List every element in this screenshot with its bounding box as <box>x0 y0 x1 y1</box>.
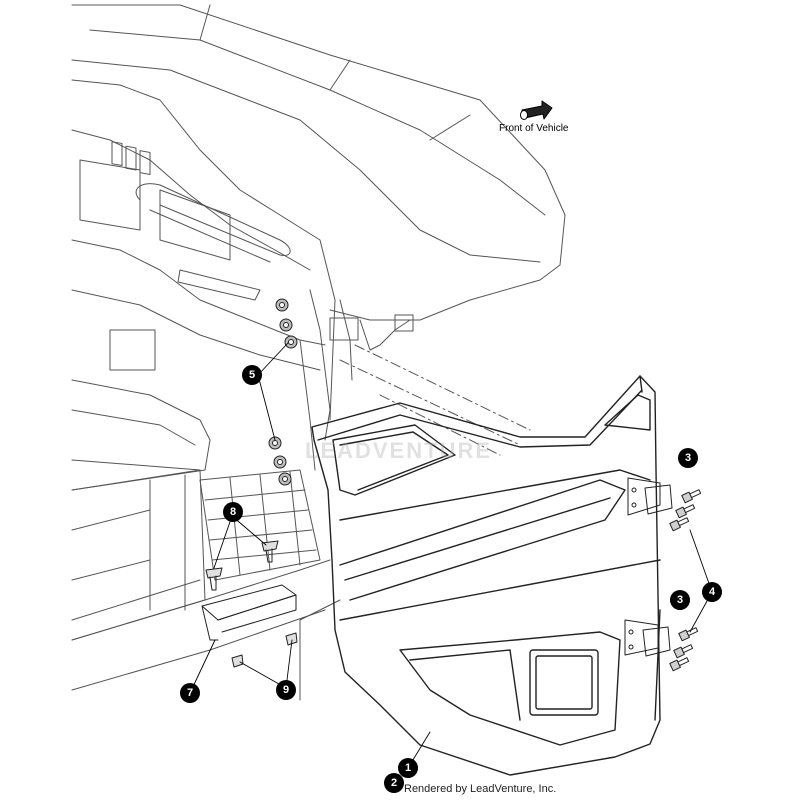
callouts: 1 2 3 3 4 5 7 8 9 <box>180 365 722 793</box>
svg-text:3: 3 <box>685 452 691 464</box>
callout-5: 5 <box>242 365 262 385</box>
callout-7: 7 <box>180 683 200 703</box>
callout-3-upper: 3 <box>678 448 698 468</box>
callout-4: 4 <box>702 582 722 602</box>
svg-text:1: 1 <box>405 762 411 774</box>
bracket-screws <box>205 540 279 591</box>
lower-screws <box>231 632 298 668</box>
door-panel <box>311 375 661 776</box>
front-of-vehicle-label: Front of Vehicle <box>499 123 569 134</box>
watermark: LEADVENTURE <box>305 438 493 463</box>
upper-hinge <box>627 477 673 516</box>
striker-bracket <box>201 584 297 641</box>
vehicle-body <box>71 4 566 701</box>
svg-text:4: 4 <box>709 586 716 598</box>
svg-text:7: 7 <box>187 687 193 699</box>
svg-text:2: 2 <box>391 777 397 789</box>
svg-text:9: 9 <box>283 684 289 696</box>
svg-text:8: 8 <box>230 506 236 518</box>
credit-text: Rendered by LeadVenture, Inc. <box>404 783 557 795</box>
lower-hinge <box>624 619 671 657</box>
nuts <box>268 298 298 486</box>
callout-3-lower: 3 <box>670 590 690 610</box>
callout-9: 9 <box>276 680 296 700</box>
callout-2: 2 <box>384 773 404 793</box>
svg-text:3: 3 <box>677 594 683 606</box>
callout-1: 1 <box>398 758 418 778</box>
svg-text:5: 5 <box>249 369 255 381</box>
arrow-icon <box>520 100 553 120</box>
callout-8: 8 <box>223 502 243 522</box>
hinge-bolts <box>669 489 702 672</box>
